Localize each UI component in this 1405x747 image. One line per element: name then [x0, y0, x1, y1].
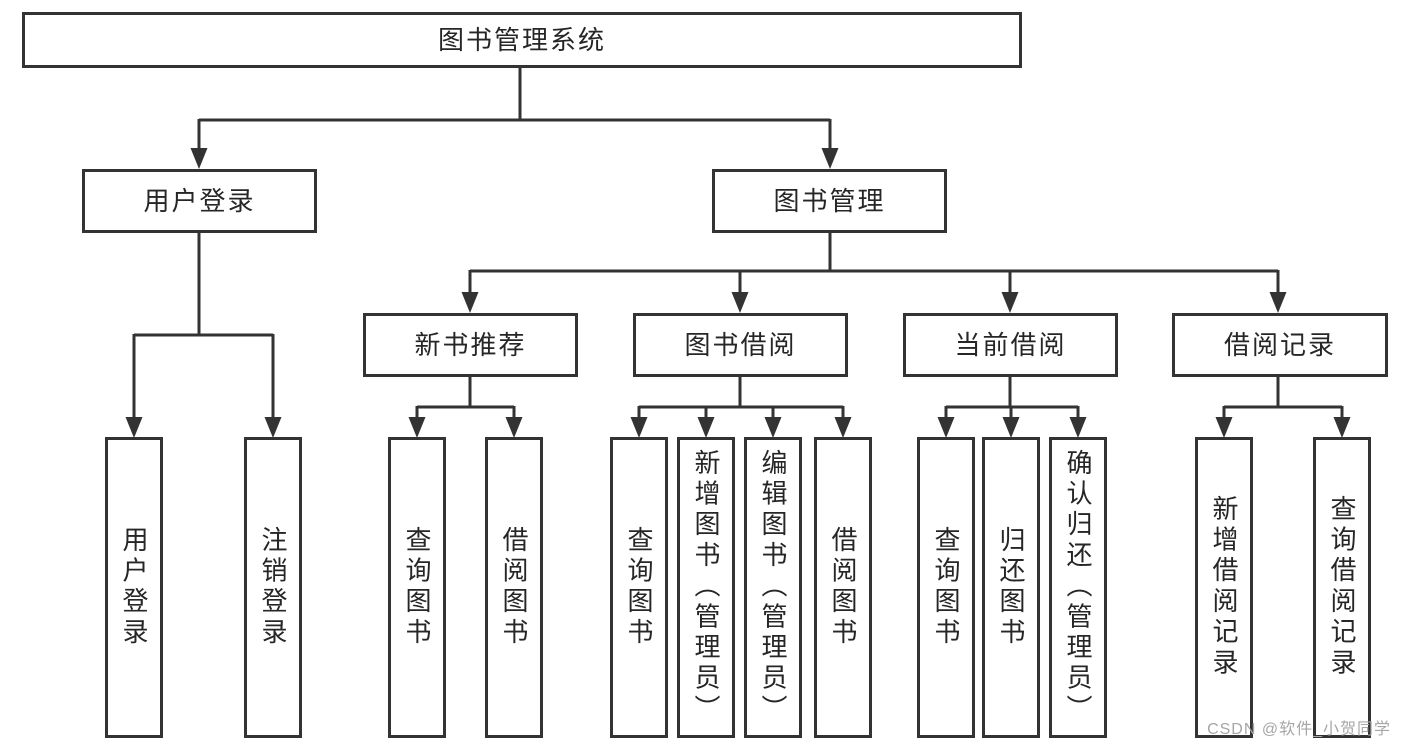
node-current-borrowing: 当前借阅	[903, 313, 1118, 377]
leaf-add-borrow-record: 新增借阅记录	[1195, 437, 1253, 738]
leaf-add-books-admin: 新增图书（管理员）	[677, 437, 735, 738]
leaf-query-books-current: 查询图书	[917, 437, 975, 738]
node-new-book-recommend: 新书推荐	[363, 313, 578, 377]
leaf-borrow-books-recommend: 借阅图书	[485, 437, 543, 738]
leaf-query-books-recommend: 查询图书	[388, 437, 446, 738]
node-user-login-branch: 用户登录	[82, 169, 317, 233]
leaf-query-borrow-record: 查询借阅记录	[1313, 437, 1371, 738]
node-library-system: 图书管理系统	[22, 12, 1022, 68]
node-book-borrowing: 图书借阅	[633, 313, 848, 377]
watermark-text: CSDN @软件_小贺同学	[1207, 721, 1391, 738]
node-borrowing-records: 借阅记录	[1172, 313, 1388, 377]
leaf-query-books-borrowing: 查询图书	[610, 437, 668, 738]
leaf-return-books: 归还图书	[982, 437, 1040, 738]
leaf-logout-login: 注销登录	[244, 437, 302, 738]
leaf-confirm-return-admin: 确认归还（管理员）	[1049, 437, 1107, 738]
leaf-borrow-books-borrowing: 借阅图书	[814, 437, 872, 738]
leaf-user-login: 用户登录	[105, 437, 163, 738]
node-book-management: 图书管理	[712, 169, 947, 233]
leaf-edit-books-admin: 编辑图书（管理员）	[744, 437, 802, 738]
